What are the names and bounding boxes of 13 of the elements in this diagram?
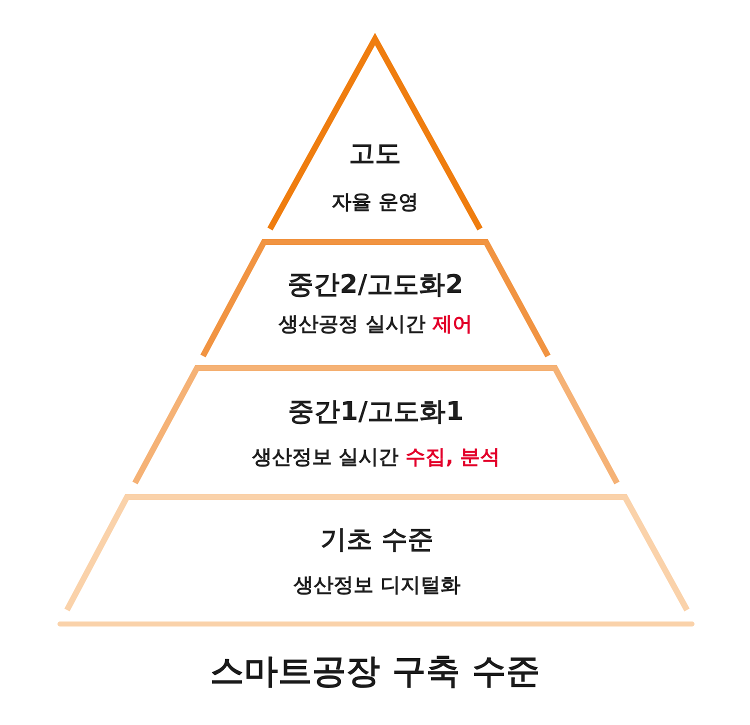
tier-title: 중간2/고도화2	[288, 271, 464, 301]
tier-description: 생산정보 실시간 수집, 분석	[252, 446, 500, 468]
tier-title: 고도	[349, 140, 401, 170]
tier-title: 중간1/고도화1	[288, 398, 464, 428]
pyramid-tier	[199, 238, 552, 358]
pyramid-tier	[131, 364, 621, 485]
diagram-title: 스마트공장 구축 수준	[210, 652, 540, 692]
tier-title: 기초 수준	[320, 526, 434, 556]
tier-description: 생산정보 디지털화	[294, 574, 460, 596]
tier-description: 생산공정 실시간 제어	[278, 312, 472, 336]
pyramid-tier	[266, 31, 484, 231]
tier-description: 자율 운영	[332, 190, 418, 214]
pyramid-tier	[63, 493, 691, 612]
